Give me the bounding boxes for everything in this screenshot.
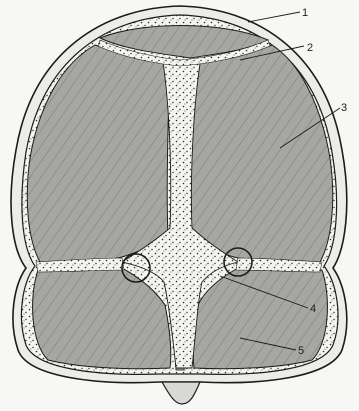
callout-2: 2 <box>307 42 313 54</box>
leader-line-1 <box>248 12 300 22</box>
bottom-nub <box>162 382 200 404</box>
callout-4: 4 <box>310 303 316 315</box>
callout-1: 1 <box>302 7 308 19</box>
callout-5: 5 <box>298 345 304 357</box>
callout-3: 3 <box>341 102 347 114</box>
